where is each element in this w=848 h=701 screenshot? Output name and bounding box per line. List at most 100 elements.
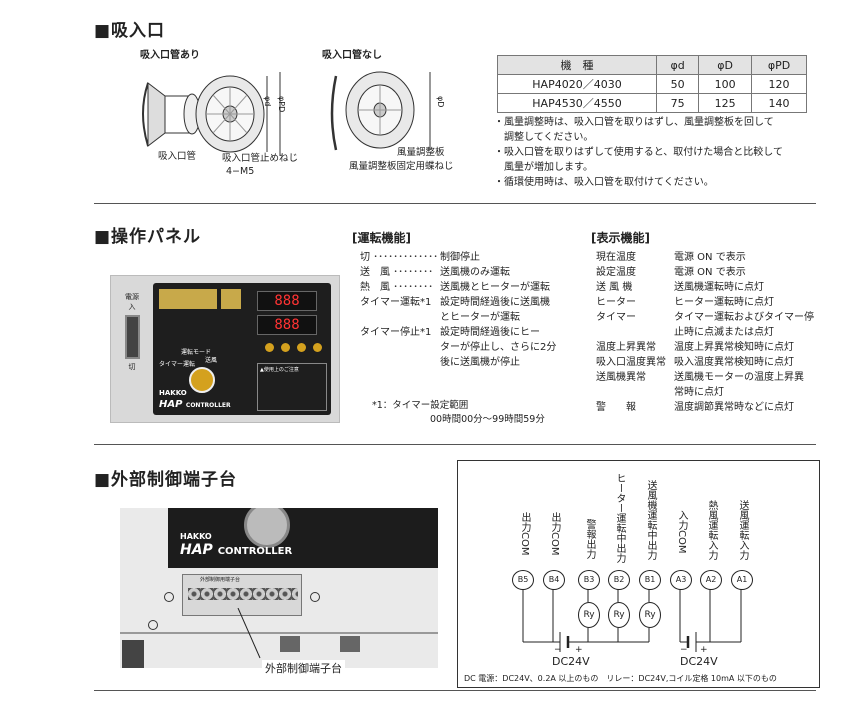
control-panel-photo: 電源 入 切 888 888 運転モード タイマー運転 送風 ▲使用上のご注意 … bbox=[110, 275, 340, 423]
intake-notes: ・風量調整時は、吸入口管を取りはずし、風量調整板を回して 調整してください。 ・… bbox=[494, 115, 783, 190]
table-cell: HAP4020／4030 bbox=[497, 74, 657, 94]
note-line: 調整してください。 bbox=[494, 132, 594, 143]
display-current-temp: 888 bbox=[257, 291, 317, 311]
power-on-label: 入 bbox=[128, 303, 136, 311]
terminal-circle: A1 bbox=[731, 570, 753, 590]
mode-dial[interactable] bbox=[189, 367, 215, 393]
label-plate: 風量調整板 bbox=[397, 147, 445, 158]
label-plate-screw: 風量調整板固定用蝶ねじ bbox=[349, 161, 454, 172]
table-header: φd bbox=[655, 55, 700, 75]
footnote-2: 00時間00分〜99時間59分 bbox=[430, 414, 545, 425]
signal-label: 出力COM bbox=[549, 512, 560, 556]
power-label: 電源 bbox=[125, 293, 139, 301]
terminal-circle: B2 bbox=[608, 570, 630, 590]
table-cell: 140 bbox=[751, 93, 807, 113]
intake-with-pipe-drawing bbox=[142, 72, 281, 156]
controller-label-2: CONTROLLER bbox=[217, 546, 293, 557]
screw-right bbox=[310, 592, 320, 602]
terminal-circle: B4 bbox=[543, 570, 565, 590]
controller-body bbox=[168, 508, 438, 568]
terminal-circle: B5 bbox=[512, 570, 534, 590]
power-switch[interactable] bbox=[124, 315, 140, 359]
op-title: [運転機能] bbox=[352, 231, 411, 245]
signal-label: 送風機運転中出力 bbox=[645, 480, 656, 560]
divider bbox=[94, 444, 816, 445]
table-row: HAP4020／4030 50 100 120 bbox=[497, 74, 807, 94]
enter-button[interactable] bbox=[313, 343, 322, 352]
indicator-strip-2 bbox=[221, 289, 241, 309]
list-item: ヒーターヒーター運転時に点灯 bbox=[596, 297, 774, 308]
list-item: 吸入口温度異常吸入温度異常検知時に点灯 bbox=[596, 357, 794, 368]
down-button[interactable] bbox=[297, 343, 306, 352]
signal-label: 入力COM bbox=[676, 510, 687, 554]
table-cell: 125 bbox=[698, 93, 753, 113]
op-functions: 切 ･････････････制御停止 送 風 ････････送風機のみ運転 … bbox=[360, 250, 556, 370]
note-line: ・循環使用時は、吸入口管を取付けてください。 bbox=[494, 177, 714, 188]
table-header: φPD bbox=[751, 55, 807, 75]
dial-timer-run: タイマー運転 bbox=[159, 361, 196, 368]
label-intake-pipe: 吸入口管 bbox=[158, 151, 197, 162]
signal-label: 出力COM bbox=[519, 512, 530, 556]
foot-3 bbox=[340, 636, 360, 652]
list-item: 送 風 機送風機運転時に点灯 bbox=[596, 282, 764, 293]
signal-label: 警報出力 bbox=[584, 519, 595, 559]
list-item: 後に送風機が停止 bbox=[440, 357, 520, 368]
list-item: 切 ･････････････制御停止 bbox=[360, 252, 480, 263]
list-item: 熱 風 ････････送風機とヒーターが運転 bbox=[360, 282, 550, 293]
note-line: ・風量調整時は、吸入口管を取りはずし、風量調整板を回して bbox=[494, 117, 774, 128]
wiring-lines bbox=[522, 588, 742, 652]
relay-icon: Ry bbox=[639, 602, 661, 628]
divider bbox=[94, 203, 816, 204]
terminal-circle: B1 bbox=[639, 570, 661, 590]
list-item: タイマータイマー運転およびタイマー停 bbox=[596, 312, 814, 323]
dim-D: φD bbox=[436, 96, 445, 108]
section-title-panel: ■操作パネル bbox=[94, 227, 202, 247]
control-face: 888 888 運転モード タイマー運転 送風 ▲使用上のご注意 HAKKO H… bbox=[153, 283, 331, 415]
terminal-circle: A2 bbox=[700, 570, 722, 590]
dc-label-2: DC24V bbox=[680, 655, 718, 668]
list-item: 警 報温度調節異常時などに点灯 bbox=[596, 402, 794, 413]
hap-model: HAP bbox=[159, 399, 183, 410]
signal-label: ヒーター運転中出力 bbox=[614, 473, 625, 563]
wiring-diagram bbox=[457, 460, 820, 688]
relay-icon: Ry bbox=[578, 602, 600, 628]
terminal-screws bbox=[188, 588, 298, 600]
power-switch-area: 電源 入 切 bbox=[117, 292, 147, 382]
section-title-terminal: ■外部制御端子台 bbox=[94, 470, 238, 490]
hap-model-2: HAP bbox=[180, 542, 213, 558]
caution-label: ▲使用上のご注意 bbox=[260, 367, 299, 373]
dc-label-1: DC24V bbox=[552, 655, 590, 668]
spec-table: 機 種 φd φD φPD HAP4020／4030 50 100 120 HA… bbox=[497, 55, 807, 113]
table-cell: 120 bbox=[751, 74, 807, 94]
list-item: ターが停止し、さらに2分 bbox=[440, 342, 557, 353]
knob bbox=[244, 508, 290, 548]
callout-line bbox=[237, 608, 261, 659]
footnote-1: *1：タイマー設定範囲 bbox=[372, 400, 469, 411]
table-cell: 75 bbox=[655, 93, 700, 113]
disp-functions: 現在温度電源 ON で表示 設定温度電源 ON で表示 送 風 機送風機運転時に… bbox=[596, 250, 814, 415]
list-item: 止時に点滅または点灯 bbox=[674, 327, 774, 338]
minus-sign: − bbox=[554, 645, 562, 655]
terminal-circle: B3 bbox=[578, 570, 600, 590]
controller-label: CONTROLLER bbox=[185, 402, 231, 409]
dim-d: φd bbox=[263, 96, 272, 107]
mode-dial-label: 運転モード bbox=[181, 349, 212, 356]
power-relay-note: DC 電源：DC24V、0.2A 以上のもの リレー：DC24V,コイル定格 1… bbox=[464, 674, 777, 683]
signal-label: 送風運転入力 bbox=[737, 500, 748, 560]
table-header: 機 種 bbox=[497, 55, 657, 75]
display-set-temp: 888 bbox=[257, 315, 317, 335]
label-screw-spec: 4−M5 bbox=[226, 166, 255, 177]
minus-sign: − bbox=[680, 645, 688, 655]
label-without-pipe: 吸入口管なし bbox=[322, 50, 382, 61]
dim-pd: φPD bbox=[277, 96, 286, 113]
section-title-intake: ■吸入口 bbox=[94, 21, 166, 41]
list-item: 現在温度電源 ON で表示 bbox=[596, 252, 746, 263]
screw-bottom bbox=[148, 620, 158, 630]
foot-1 bbox=[122, 640, 144, 668]
caution-box bbox=[257, 363, 327, 411]
up-button[interactable] bbox=[281, 343, 290, 352]
list-item: とヒーターが運転 bbox=[440, 312, 520, 323]
mode-button[interactable] bbox=[265, 343, 274, 352]
